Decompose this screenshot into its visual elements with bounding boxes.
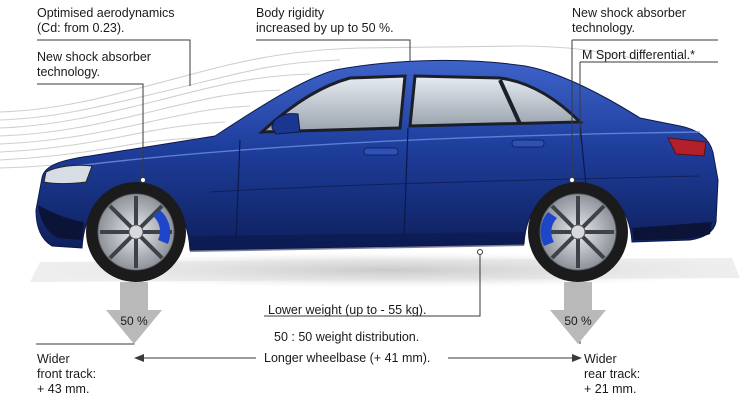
front-shock-label-line1: New shock absorber [37,50,151,64]
wheelbase-label: Longer wheelbase (+ 41 mm). [264,351,430,366]
aero-label-line2: (Cd: from 0.23). [37,21,125,35]
aero-label-line1: Optimised aerodynamics [37,6,175,20]
car-illustration [35,59,719,282]
weight-label: Lower weight (up to - 55 kg). [268,303,426,318]
rear-track-label-line3: + 21 mm. [584,382,637,396]
rear-wheel [528,182,628,282]
distribution-label-text: 50 : 50 weight distribution. [274,330,420,344]
front-weight-percent: 50 % [120,314,148,328]
leader-lines [36,39,718,359]
rigidity-label: Body rigidity increased by up to 50 %. [256,6,394,36]
side-mirror [271,113,301,135]
front-shock-label: New shock absorber technology. [37,50,151,80]
front-weight-arrow [106,282,162,344]
front-shock-label-line2: technology. [37,65,101,79]
wheelbase-label-text: Longer wheelbase (+ 41 mm). [264,351,431,365]
front-wheel [86,182,186,282]
taillight [667,137,707,157]
wheelbase-arrow-right [572,354,582,362]
front-track-label-line3: + 43 mm. [37,382,90,396]
rigidity-label-line1: Body rigidity [256,6,325,20]
differential-label-text: M Sport differential.* [582,48,696,62]
differential-label: M Sport differential.* [582,48,695,63]
rear-shock-label-line2: technology. [572,21,636,35]
headlight [43,164,93,184]
rear-track-label: Wider rear track: + 21 mm. [584,352,640,397]
rear-shock-label: New shock absorber technology. [572,6,686,36]
rear-weight-arrow [550,282,606,344]
rear-weight-percent: 50 % [564,314,592,328]
rear-shock-label-line1: New shock absorber [572,6,686,20]
weight-label-text: Lower weight (up to - 55 kg). [268,303,427,317]
front-track-label-line2: front track: [37,367,97,381]
distribution-label: 50 : 50 weight distribution. [274,330,419,345]
front-track-label: Wider front track: + 43 mm. [37,352,96,397]
aero-label: Optimised aerodynamics (Cd: from 0.23). [37,6,175,36]
wheelbase-arrow-left [134,354,144,362]
rigidity-label-line2: increased by up to 50 %. [256,21,394,35]
front-track-label-line1: Wider [37,352,70,366]
rear-track-label-line1: Wider [584,352,617,366]
rear-track-label-line2: rear track: [584,367,641,381]
